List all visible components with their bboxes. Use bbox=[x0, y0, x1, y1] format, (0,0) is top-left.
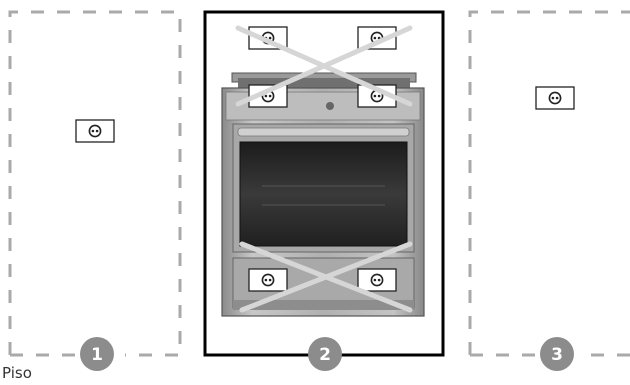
socket-icon bbox=[535, 86, 575, 110]
socket-icon bbox=[248, 268, 288, 292]
zone-2-badge: 2 bbox=[308, 337, 342, 371]
socket-icon bbox=[357, 268, 397, 292]
socket-icon bbox=[75, 119, 115, 143]
zone-2-panel bbox=[203, 10, 445, 357]
zone-3-badge: 3 bbox=[540, 337, 574, 371]
zone-3-panel bbox=[468, 10, 630, 357]
floor-label: Piso bbox=[2, 364, 32, 382]
zone-2-number: 2 bbox=[319, 345, 331, 365]
zone-1-badge: 1 bbox=[80, 337, 114, 371]
zone-1-number: 1 bbox=[91, 345, 103, 365]
zone-3-number: 3 bbox=[551, 345, 563, 365]
cross-mark bbox=[239, 241, 413, 313]
zone-1-panel bbox=[8, 10, 182, 357]
cross-mark bbox=[235, 25, 413, 107]
